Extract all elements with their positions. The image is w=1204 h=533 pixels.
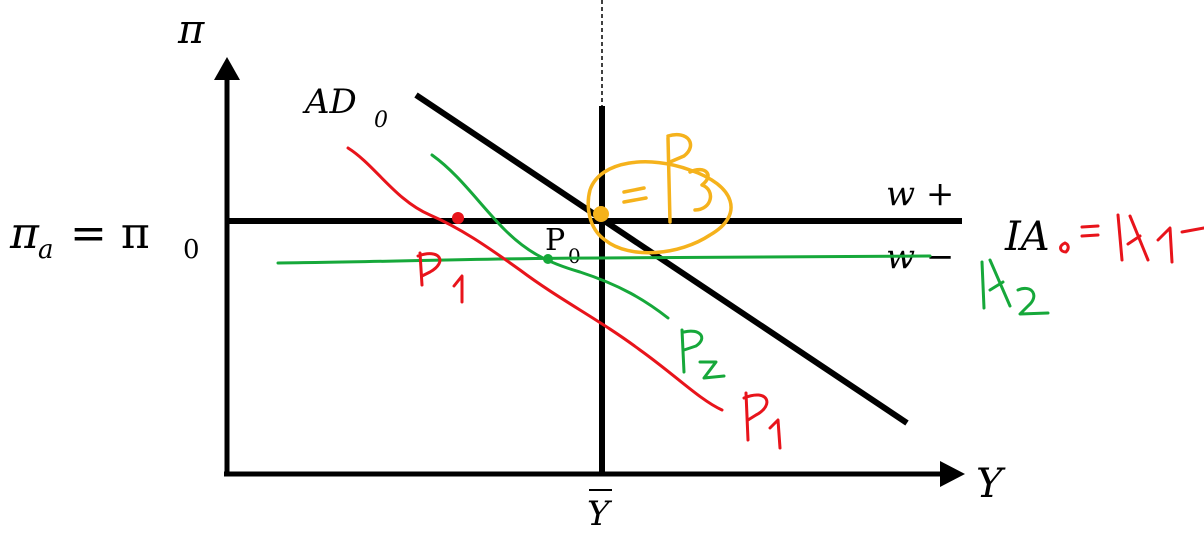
red-ia-eq-label xyxy=(1059,213,1204,264)
red-p1-right-label xyxy=(742,391,782,450)
svg-text:a: a xyxy=(38,235,54,265)
p0-label: P 0 xyxy=(545,223,581,268)
svg-text:0: 0 xyxy=(374,108,388,133)
svg-text:= π: = π xyxy=(70,208,150,259)
ad0-label: AD 0 xyxy=(302,82,388,133)
svg-text:P: P xyxy=(545,223,565,258)
red-p1-curve xyxy=(346,146,724,412)
red-p1-left-label xyxy=(416,251,464,304)
w-plus-label: w + xyxy=(886,174,954,214)
svg-text:π: π xyxy=(9,208,40,259)
orange-p3-label xyxy=(622,132,713,224)
svg-text:IA: IA xyxy=(1004,214,1050,260)
green-ia2-line xyxy=(276,254,932,265)
green-p2-curve xyxy=(430,153,670,320)
potential-output-label: Y xyxy=(587,494,613,533)
inflation-anchor-label: π a = π 0 xyxy=(9,208,200,265)
green-p2-label xyxy=(680,328,726,380)
svg-text:0: 0 xyxy=(568,244,581,268)
x-axis-arrow xyxy=(940,461,965,487)
orange-p3-circle xyxy=(586,160,733,255)
red-point xyxy=(452,212,464,224)
orange-point xyxy=(593,206,609,222)
y-axis-arrow xyxy=(214,57,240,80)
ia-label: IA xyxy=(1004,214,1050,260)
svg-text:AD: AD xyxy=(302,82,357,122)
y-axis-label: π xyxy=(177,7,205,53)
green-point xyxy=(543,254,553,264)
x-axis-label: Y xyxy=(976,461,1006,507)
svg-text:0: 0 xyxy=(183,235,200,265)
green-ia2-label xyxy=(980,258,1050,316)
